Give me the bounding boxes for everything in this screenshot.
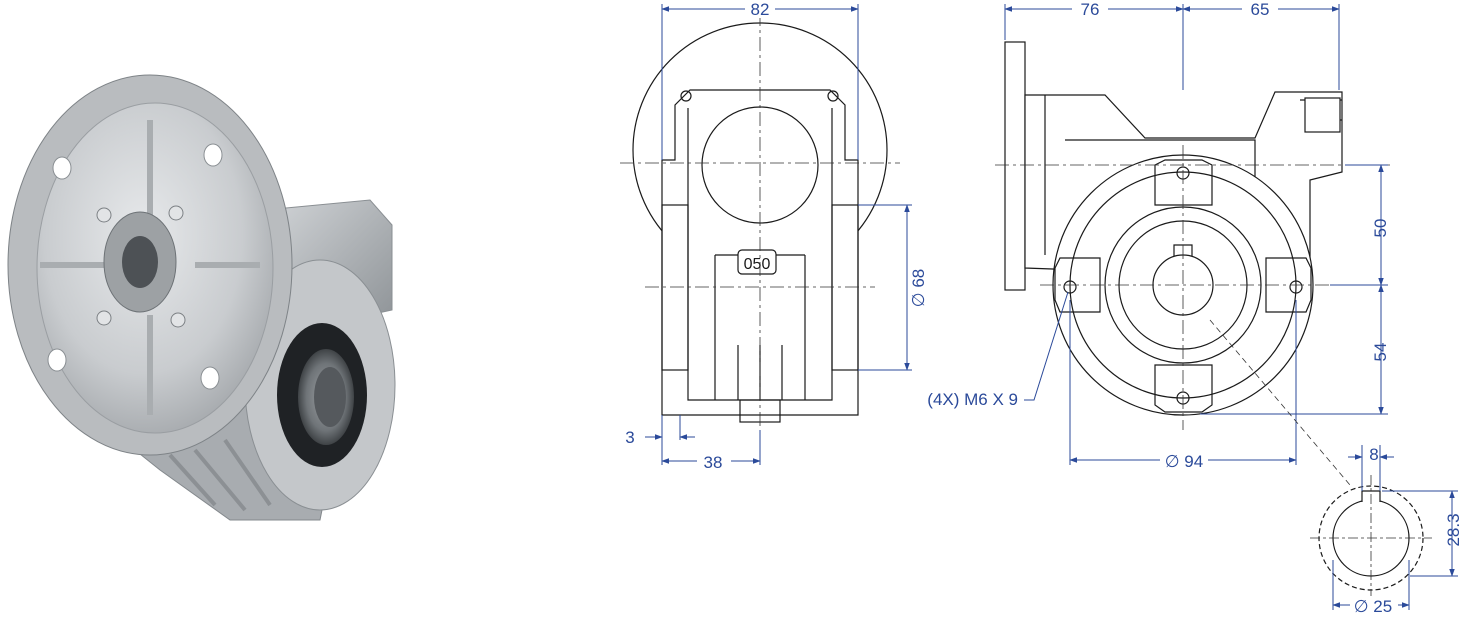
front-lug-hole (827, 90, 839, 102)
side-boss-right (1265, 257, 1312, 313)
dim-label-bg (745, 0, 775, 18)
dim-label-bg (1160, 451, 1208, 469)
dim-side-left: 76 (1081, 0, 1100, 19)
front-centerlines (620, 12, 900, 440)
dim-label-bg (1072, 0, 1108, 18)
side-coupling (1304, 97, 1341, 133)
gearbox-photo (7, 74, 396, 521)
photo-housing-ribs (168, 438, 272, 512)
photo-flange-ribs (40, 120, 260, 415)
dim-front-offset: 38 (704, 453, 723, 472)
photo-screw (170, 312, 186, 328)
side-bolt-hole (1063, 280, 1077, 294)
photo-flange-hole (47, 348, 67, 372)
side-centerlines (995, 145, 1390, 430)
side-boss-top (1154, 159, 1213, 206)
photo-screw (96, 207, 112, 223)
dim-front-flange: 3 (625, 428, 634, 447)
detail-dimensions (1332, 445, 1458, 610)
thread-callout: (4X) M6 X 9 (927, 390, 1018, 409)
front-side-plate-left (661, 204, 689, 371)
dim-key-height: 28.3 (1444, 513, 1461, 546)
side-housing-edges (1044, 95, 1342, 260)
dim-bolt-circle: ∅ 94 (1165, 452, 1203, 471)
dim-bore: ∅ 25 (1354, 597, 1392, 615)
dim-label-bg (1242, 0, 1278, 18)
dim-side-upper: 50 (1371, 219, 1390, 238)
front-lug-hole (680, 90, 692, 102)
dim-side-lower: 54 (1371, 343, 1390, 362)
photo-flange-hole (203, 143, 223, 167)
side-bolt-hole (1289, 280, 1303, 294)
dim-label-bg (697, 452, 731, 470)
photo-output-bore-inner (314, 367, 346, 427)
dim-front-diameter: ∅ 68 (909, 269, 928, 307)
model-badge-text: 050 (744, 256, 771, 273)
photo-hub-bore (122, 236, 158, 288)
side-boss-left (1054, 257, 1101, 313)
photo-screw (168, 205, 184, 221)
dim-front-width: 82 (751, 0, 770, 19)
detail-leader (1209, 319, 1351, 486)
detail-centerlines (1310, 475, 1432, 600)
dim-side-right: 65 (1251, 0, 1270, 19)
dim-key-width: 8 (1369, 445, 1378, 464)
side-flange-plate (1004, 41, 1026, 291)
photo-flange-hole (200, 366, 220, 390)
front-side-plate-right (831, 204, 859, 371)
side-boss-bottom (1154, 364, 1213, 413)
side-view (1004, 41, 1343, 416)
dim-label-bg (1350, 596, 1398, 614)
photo-flange-hole (52, 156, 72, 180)
model-badge-frame (737, 249, 777, 275)
photo-screw (96, 310, 112, 326)
